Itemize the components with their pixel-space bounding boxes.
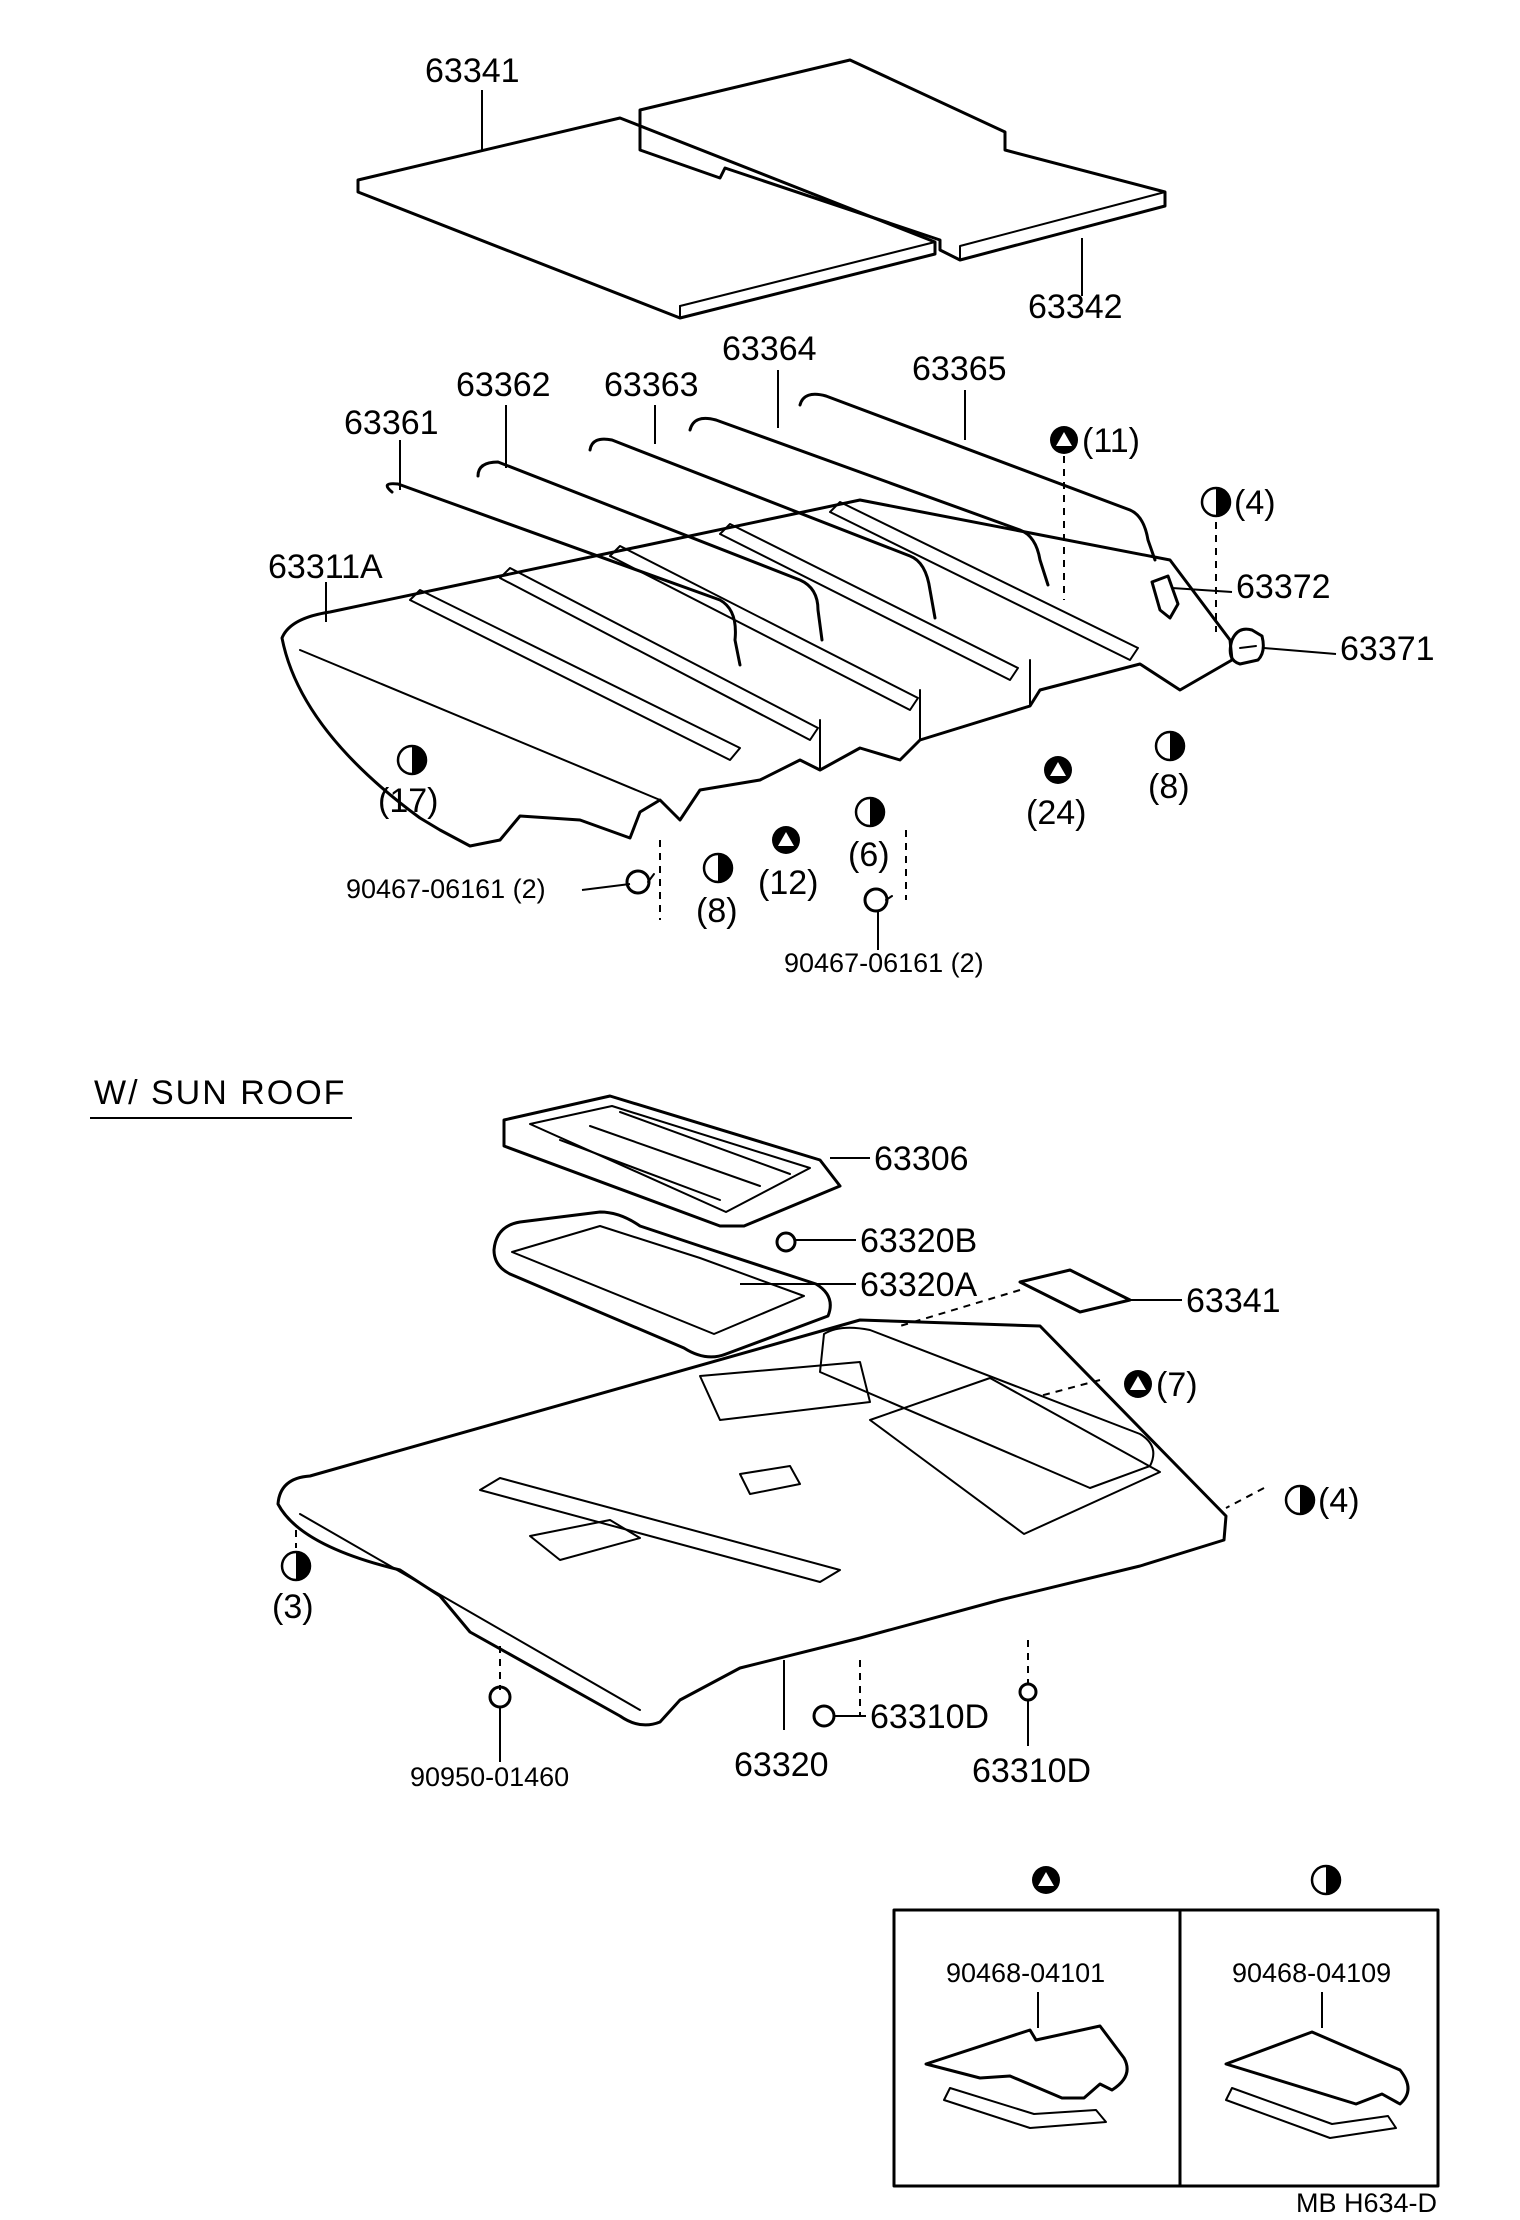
- triangle-clip-icon: [1044, 756, 1072, 784]
- clip-63372: [1150, 574, 1180, 620]
- count-half-8-left: (8): [696, 892, 738, 930]
- triangle-clip-icon: [772, 826, 800, 854]
- half-circle-clip-icon: [702, 852, 734, 884]
- clip-90467-right: [863, 887, 893, 913]
- label-63361: 63361: [344, 404, 439, 442]
- count-half-3: (3): [272, 1588, 314, 1626]
- sunroof-weatherstrip-63320A: [492, 1210, 832, 1359]
- roof-bow-63365: [798, 392, 1157, 562]
- count-tri-7: (7): [1156, 1366, 1198, 1404]
- count-tri-24: (24): [1026, 794, 1086, 832]
- label-63311A: 63311A: [268, 548, 383, 586]
- label-clip-90467-left: 90467-06161 (2): [346, 874, 546, 904]
- roof-insulator-pad-63342: [638, 58, 1167, 262]
- count-tri-12: (12): [758, 864, 818, 902]
- half-circle-clip-icon: [854, 796, 886, 828]
- headlining-sunroof-63320: [276, 1318, 1228, 1727]
- clip-90468-04109: [1224, 1992, 1410, 2139]
- label-63310D-b: 63310D: [972, 1752, 1091, 1790]
- label-63320A: 63320A: [860, 1266, 978, 1304]
- clip-legend: 90468-04101 90468-04109: [892, 1864, 1440, 2188]
- label-63310D-a: 63310D: [870, 1698, 989, 1736]
- half-circle-clip-icon: [1284, 1484, 1316, 1516]
- legend-frame: [892, 1908, 1440, 2188]
- half-circle-clip-icon: [280, 1550, 312, 1582]
- triangle-clip-icon: [1124, 1370, 1152, 1398]
- label-63341-sunroof: 63341: [1186, 1282, 1281, 1320]
- sunroof-frame-63306: [502, 1094, 842, 1228]
- section-title-sunroof: W/ SUN ROOF: [94, 1074, 346, 1112]
- label-clip-90467-right: 90467-06161 (2): [784, 948, 984, 978]
- roof-bow-63361: [385, 482, 742, 667]
- half-circle-clip-icon: [1200, 486, 1232, 518]
- reference-code: MB H634-D: [1296, 2188, 1437, 2218]
- clip-90467-left: [625, 869, 655, 895]
- count-half-4-top: (4): [1234, 484, 1276, 522]
- headlining-63311A: [280, 498, 1234, 848]
- count-tri-11: (11): [1082, 422, 1140, 460]
- clip-90468-04101: [924, 1992, 1129, 2129]
- label-90950-01460: 90950-01460: [410, 1762, 569, 1792]
- triangle-clip-icon: [1050, 426, 1078, 454]
- count-half-6: (6): [848, 836, 890, 874]
- count-half-17: (17): [378, 782, 438, 820]
- clip-63371: [1228, 627, 1265, 666]
- label-63341-top: 63341: [425, 52, 520, 90]
- label-63371: 63371: [1340, 630, 1435, 668]
- clip-63310D-a: [812, 1704, 836, 1728]
- pad-63341-sunroof: [1018, 1268, 1132, 1314]
- label-63365: 63365: [912, 350, 1007, 388]
- label-63364: 63364: [722, 330, 817, 368]
- roof-bow-63363: [588, 437, 937, 620]
- legend-part-90468-04109: 90468-04109: [1232, 1958, 1391, 1988]
- label-63342: 63342: [1028, 288, 1123, 326]
- triangle-clip-icon: [1032, 1866, 1060, 1894]
- roof-insulator-pad-63341: [356, 116, 937, 320]
- clip-63320B: [775, 1231, 797, 1253]
- label-63320B: 63320B: [860, 1222, 977, 1260]
- label-63363: 63363: [604, 366, 699, 404]
- screw-63310D-b: [1018, 1682, 1038, 1727]
- half-circle-clip-icon: [396, 744, 428, 776]
- label-63320: 63320: [734, 1746, 829, 1784]
- label-63306: 63306: [874, 1140, 969, 1178]
- label-63362: 63362: [456, 366, 551, 404]
- count-half-8-right: (8): [1148, 768, 1190, 806]
- half-circle-clip-icon: [1154, 730, 1186, 762]
- label-63372: 63372: [1236, 568, 1331, 606]
- roof-bow-63362: [476, 460, 824, 642]
- half-circle-clip-icon: [1310, 1864, 1342, 1896]
- count-half-4-bottom: (4): [1318, 1482, 1360, 1520]
- legend-part-90468-04101: 90468-04101: [946, 1958, 1105, 1988]
